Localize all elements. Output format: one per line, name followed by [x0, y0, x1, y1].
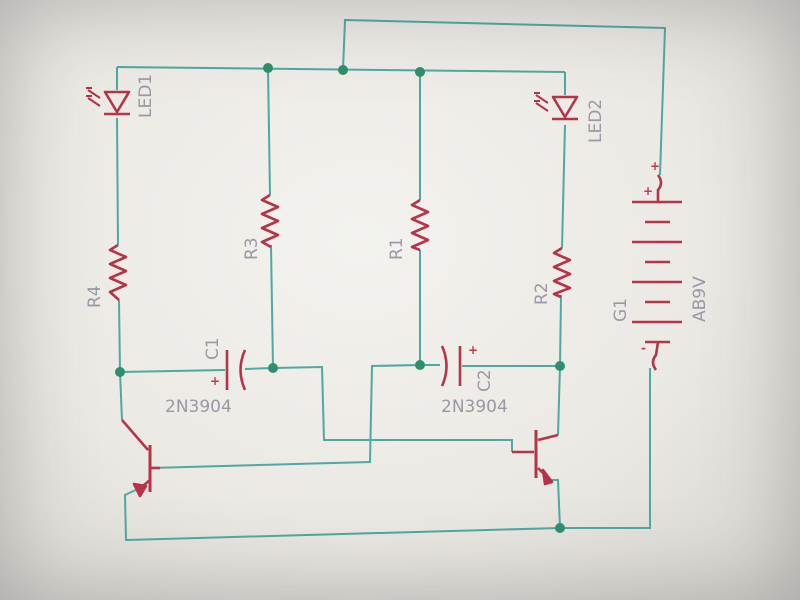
- junction-dot: [263, 63, 273, 73]
- label-battery: AB9V: [690, 276, 710, 322]
- wire-led2-r2: [557, 72, 566, 436]
- q2-symbol: [512, 430, 559, 486]
- led2-symbol: [534, 92, 579, 121]
- junction-dot: [415, 360, 425, 370]
- c2-plus-mark: +: [468, 343, 478, 357]
- q1-symbol: [121, 419, 160, 498]
- wire-c2: [149, 364, 560, 469]
- junctions: [115, 63, 565, 533]
- wire-r1: [419, 72, 440, 366]
- labels: LED1 LED2 R4 R3 R1 R2 C1 C2 2N3904 2N390…: [85, 74, 710, 417]
- label-r3: R3: [242, 237, 262, 260]
- label-q1: 2N3904: [165, 397, 232, 417]
- r2-symbol: [552, 246, 572, 299]
- label-r4: R4: [85, 285, 105, 308]
- wire-q2-emitter: [545, 479, 561, 529]
- label-r1: R1: [387, 237, 407, 260]
- wire-ground: [123, 368, 651, 542]
- junction-dot: [555, 361, 565, 371]
- r1-symbol: [410, 198, 430, 252]
- led1-symbol: [86, 87, 131, 116]
- label-c1: C1: [203, 337, 223, 360]
- junction-dot: [268, 363, 278, 373]
- label-led1: LED1: [136, 74, 156, 118]
- battery-plus-mark: +: [650, 159, 660, 173]
- label-q2: 2N3904: [441, 397, 508, 417]
- c2-symbol: [440, 345, 462, 387]
- junction-dot: [338, 65, 348, 75]
- junction-dot: [415, 67, 425, 77]
- label-led2: LED2: [586, 99, 606, 143]
- battery-minus-mark: -: [641, 341, 646, 355]
- label-c2: C2: [475, 369, 495, 392]
- polarity-marks: + + + + -: [210, 159, 660, 388]
- c1-symbol: [225, 349, 247, 391]
- components: [86, 87, 682, 498]
- junction-dot: [555, 523, 565, 533]
- r4-symbol: [108, 243, 128, 301]
- battery-symbol: [632, 174, 682, 371]
- wires: [116, 18, 667, 542]
- wire-top-loop: [342, 18, 667, 176]
- label-g1: G1: [611, 298, 631, 322]
- r3-symbol: [260, 193, 280, 249]
- junction-dot: [115, 367, 125, 377]
- battery-plus-mark: +: [643, 184, 653, 198]
- wire-r3: [267, 67, 274, 369]
- label-r2: R2: [532, 282, 552, 305]
- c1-plus-mark: +: [210, 374, 220, 388]
